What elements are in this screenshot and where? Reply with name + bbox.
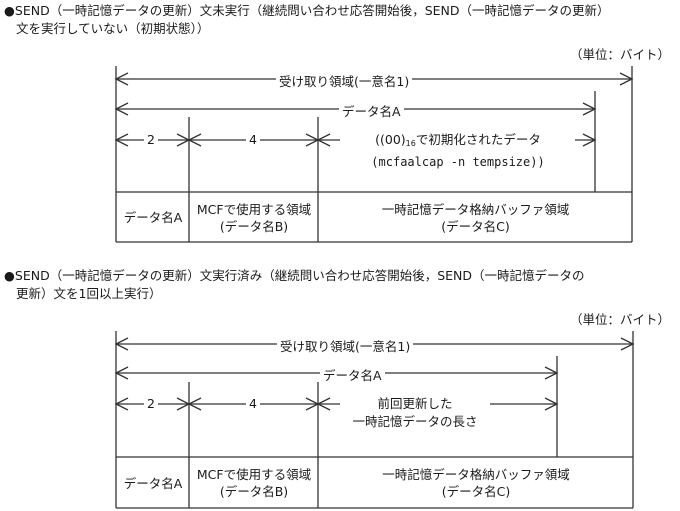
receive-area-label: 受け取り領域(一意名1) bbox=[276, 71, 413, 90]
prev-length-line2: 一時記憶データの長さ bbox=[352, 414, 478, 429]
size-b-label: 4 bbox=[246, 132, 260, 147]
size-b-label-2: 4 bbox=[246, 396, 260, 411]
prev-length-label: 前回更新した 一時記憶データの長さ bbox=[340, 395, 490, 431]
cell-mcf-area-line2: (データ名B) bbox=[219, 218, 289, 234]
receive-area-label-2: 受け取り領域(一意名1) bbox=[277, 336, 414, 355]
cell-temp-buffer-line2: (データ名C) bbox=[441, 218, 510, 234]
cell-mcf-area: MCFで使用する領域 (データ名B) bbox=[190, 193, 318, 242]
cell-temp-buffer-2: 一時記憶データ格納バッファ領域 (データ名C) bbox=[319, 458, 633, 508]
cell-mcf-area-2-line2: (データ名B) bbox=[219, 484, 289, 499]
cell-temp-buffer: 一時記憶データ格納バッファ領域 (データ名C) bbox=[319, 193, 632, 242]
init-data-suffix: で初期化されたデータ bbox=[415, 132, 541, 147]
prev-length-line1: 前回更新した bbox=[377, 396, 453, 411]
section-2-heading-line2: 更新）文を1回以上実行） bbox=[16, 286, 162, 301]
cell-mcf-area-2-line1: MCFで使用する領域 bbox=[196, 467, 312, 482]
init-data-command: (mcfaalcap -n tempsize)) bbox=[371, 155, 545, 169]
cell-data-name-a: データ名A bbox=[123, 210, 183, 225]
size-a-label: 2 bbox=[144, 132, 158, 147]
section-1-heading-line2: 文を実行していない（初期状態）） bbox=[16, 21, 210, 36]
init-data-prefix: ((00) bbox=[375, 132, 406, 147]
data-name-a-label-2: データ名A bbox=[320, 365, 385, 384]
cell-data-name-a-2: データ名A bbox=[123, 475, 183, 491]
init-data-subscript: 16 bbox=[405, 139, 416, 148]
section-2-unit-label: （単位：バイト） bbox=[569, 312, 670, 327]
section-1-heading-line1: ●SEND（一時記憶データの更新）文未実行（継続問い合わせ応答開始後，SEND（… bbox=[4, 3, 610, 18]
cell-mcf-area-line1: MCFで使用する領域 bbox=[196, 201, 312, 217]
cell-temp-buffer-line1: 一時記憶データ格納バッファ領域 bbox=[381, 201, 570, 217]
cell-temp-buffer-2-line2: (データ名C) bbox=[441, 484, 511, 499]
data-name-a-label: データ名A bbox=[339, 101, 404, 120]
size-a-label-2: 2 bbox=[144, 396, 158, 411]
section-1-unit-label: （単位：バイト） bbox=[569, 47, 670, 62]
section-2-heading-line1: ●SEND（一時記憶データの更新）文実行済み（継続問い合わせ応答開始後，SEND… bbox=[4, 268, 585, 283]
cell-mcf-area-2: MCFで使用する領域 (データ名B) bbox=[190, 458, 318, 508]
cell-temp-buffer-2-line1: 一時記憶データ格納バッファ領域 bbox=[382, 467, 570, 482]
init-data-label: ((00)16で初期化されたデータ (mcfaalcap -n tempsize… bbox=[350, 131, 566, 171]
